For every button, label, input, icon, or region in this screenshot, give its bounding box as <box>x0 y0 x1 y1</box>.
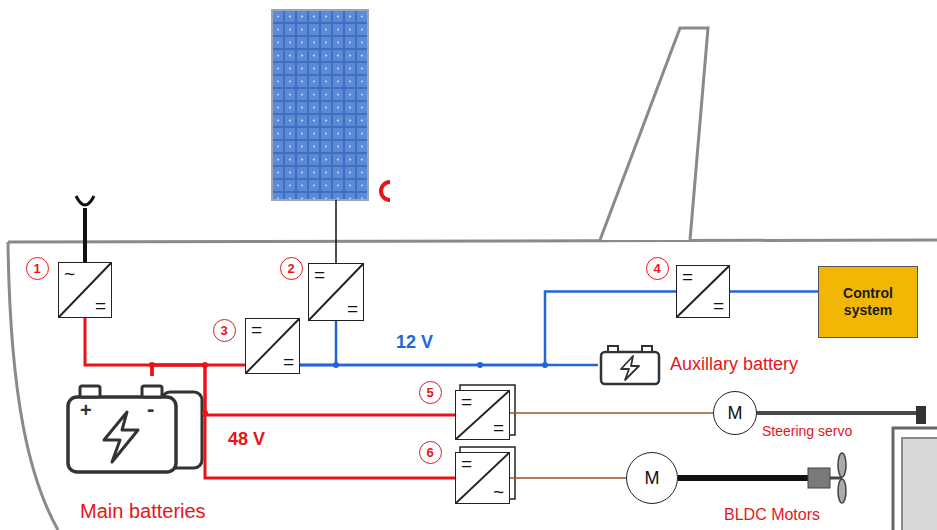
converter-box: =~ <box>455 452 510 504</box>
wire <box>510 477 626 479</box>
converter-box: == <box>245 318 300 374</box>
converter-symbol: ~ <box>64 264 75 284</box>
hull-outline <box>8 242 58 530</box>
motor-label: M <box>728 403 743 424</box>
converter-box: == <box>308 263 364 321</box>
box-label: Control system <box>825 285 911 319</box>
terminal-sign: - <box>147 397 154 421</box>
converter-box: ~= <box>58 262 112 318</box>
converter-symbol: = <box>713 296 724 316</box>
rudder <box>902 438 937 530</box>
part-name: BLDC Motors <box>724 506 820 524</box>
solar-panel <box>272 10 368 200</box>
wire <box>152 365 455 415</box>
converter-symbol: = <box>95 296 106 316</box>
wire <box>300 292 676 366</box>
callout-number: 3 <box>213 319 236 342</box>
part-name: Steering servo <box>762 424 852 439</box>
propeller <box>838 453 846 477</box>
partial-callout <box>381 182 390 200</box>
battery-icon <box>601 346 659 384</box>
motor-symbol: M <box>626 452 678 504</box>
wire <box>85 318 152 376</box>
callout-number: 6 <box>419 441 442 464</box>
motor-symbol: M <box>713 391 757 435</box>
wire <box>730 290 818 293</box>
servo-coupling <box>916 406 926 424</box>
antenna <box>76 196 94 205</box>
panel-wire <box>335 200 337 263</box>
callout-number: 5 <box>419 381 442 404</box>
terminal-sign: + <box>80 399 92 421</box>
hull-outline <box>8 240 937 242</box>
sail <box>600 28 708 240</box>
converter-symbol: ~ <box>493 482 504 502</box>
propeller <box>838 479 846 503</box>
control-box: Control system <box>818 266 918 338</box>
bus-voltage: 12 V <box>396 333 433 353</box>
battery-icon <box>68 386 202 472</box>
battery: Auxillary battery <box>598 343 798 385</box>
converter-symbol: = <box>682 267 693 287</box>
callout-number: 4 <box>646 257 669 280</box>
converter-symbol: = <box>493 418 504 438</box>
wire <box>510 412 713 414</box>
converter-box: == <box>455 390 510 440</box>
antenna-mast <box>83 208 87 262</box>
converter-symbol: = <box>461 454 472 474</box>
converter-symbol: = <box>251 320 262 340</box>
callout-number: 1 <box>26 257 49 280</box>
converter-box: == <box>676 265 730 318</box>
wire <box>152 365 455 478</box>
servo-shaft <box>757 411 925 415</box>
bus-voltage: 48 V <box>228 430 265 450</box>
wire <box>152 365 245 376</box>
battery-label: Main batteries <box>80 500 206 523</box>
converter-symbol: = <box>347 299 358 319</box>
motor-label: M <box>645 468 660 489</box>
wire <box>300 321 336 365</box>
battery-label: Auxillary battery <box>670 354 798 375</box>
rudder <box>893 428 937 530</box>
converter-symbol: = <box>283 352 294 372</box>
callout-number: 2 <box>280 257 303 280</box>
converter-symbol: = <box>314 265 325 285</box>
prop-shaft <box>678 475 810 481</box>
prop-hub <box>830 477 842 480</box>
converter-symbol: = <box>461 392 472 412</box>
gearbox <box>808 468 830 488</box>
